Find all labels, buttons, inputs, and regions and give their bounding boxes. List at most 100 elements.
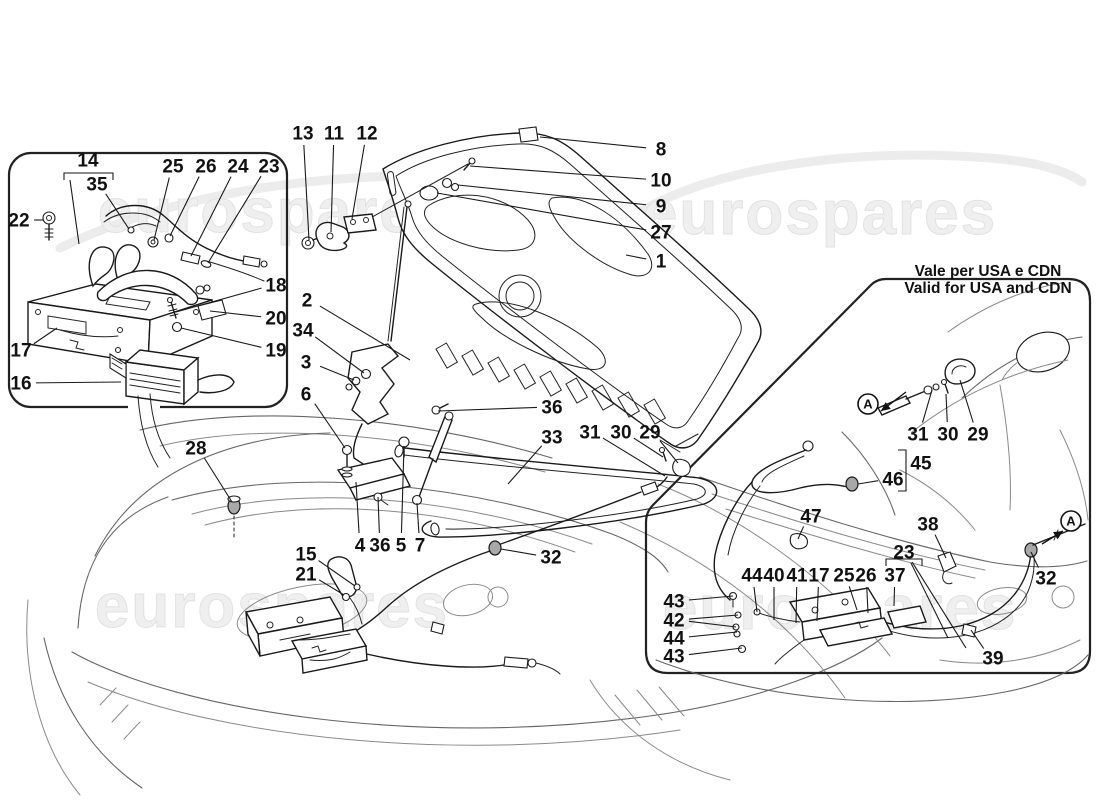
leader-43-1-0: [688, 595, 734, 601]
leader-32-main-0: [500, 548, 537, 556]
leader-6-0: [314, 403, 346, 449]
grouping-brackets: [63, 172, 923, 566]
view-arrowhead-a-rod: [881, 402, 891, 411]
callout-18: 18: [265, 276, 286, 297]
border-gap: [128, 399, 160, 411]
callout-14: 14: [77, 151, 99, 172]
hood-vent-slots: [435, 342, 667, 425]
latch-detail-inset: [7, 151, 289, 468]
callout-44-lower: 44: [663, 629, 685, 650]
leader-29-main-0: [659, 440, 679, 464]
callout-7: 7: [415, 536, 426, 557]
callout-29-main: 29: [639, 423, 660, 444]
callout-21: 21: [295, 565, 317, 586]
callout-37: 37: [884, 566, 905, 587]
callout-16: 16: [10, 374, 31, 395]
callout-33: 33: [541, 428, 562, 449]
usa-cdn-title-english: Valid for USA and CDN: [904, 280, 1071, 297]
leader-13-0: [303, 144, 310, 241]
view-arrowhead-a-cable: [1053, 531, 1063, 540]
callout-42: 42: [663, 611, 684, 632]
leader-30-usa-0: [945, 393, 948, 423]
leader-46-0: [857, 480, 879, 485]
callout-9: 9: [656, 197, 667, 218]
callout-5: 5: [396, 536, 407, 557]
usa-cdn-cables: [713, 440, 1086, 639]
callout-23-left: 23: [258, 157, 279, 178]
leader-26-usa-0: [866, 586, 869, 614]
leader-27-0: [436, 192, 647, 231]
usa-cdn-inset-border: [644, 277, 1092, 675]
usa-cdn-title-italian: Vale per USA e CDN: [915, 263, 1062, 280]
leader-5-0: [400, 445, 405, 534]
hood-support-frame: [394, 444, 718, 538]
leader-31-main-0: [602, 437, 666, 477]
callout-38: 38: [917, 515, 938, 536]
view-marker-circle-a-rod: [857, 393, 879, 415]
leader-25-left-0: [153, 177, 170, 241]
callout-6: 6: [301, 385, 312, 406]
callout-13: 13: [292, 124, 313, 145]
leader-44-lower-0: [688, 631, 738, 638]
leader-23-left-0: [207, 175, 262, 264]
leader-8-0: [539, 136, 647, 149]
callout-3: 3: [301, 353, 312, 374]
callout-1: 1: [656, 252, 667, 273]
hood-hinge-cluster: [336, 200, 454, 506]
latch-cable-parts: [42, 204, 268, 333]
leader-38-0: [934, 534, 947, 559]
view-marker-letter-a-rod: A: [863, 397, 873, 412]
callout-36-lower: 36: [369, 536, 390, 557]
leader-2-0: [319, 305, 411, 361]
leader-32-usa-0: [1030, 551, 1039, 568]
leader-3-0: [319, 365, 355, 381]
callout-35: 35: [86, 175, 108, 196]
leader-9-0: [457, 184, 647, 206]
latch-bracket-assembly: [27, 244, 213, 366]
leader-1-0: [625, 254, 647, 260]
callout-43-1: 43: [663, 592, 684, 613]
callout-10: 10: [650, 171, 671, 192]
callout-17-usa: 17: [808, 566, 829, 587]
leader-34-0: [314, 336, 365, 374]
callout-30-main: 30: [610, 423, 631, 444]
leader-47-0: [797, 526, 805, 540]
callout-2: 2: [302, 291, 313, 312]
leader-41-0: [795, 586, 798, 624]
release-solenoid: [109, 346, 235, 406]
leader-18-0: [175, 287, 262, 313]
leader-26-left-0: [169, 176, 200, 237]
callout-29-usa: 29: [967, 425, 988, 446]
callout-4: 4: [355, 536, 366, 557]
callout-43-2: 43: [663, 647, 684, 668]
leader-17-left-0: [33, 327, 58, 345]
inset-exit-cable: [137, 393, 171, 468]
wheel-hatching: [99, 679, 731, 781]
leader-10-0: [469, 165, 647, 180]
leader-4-0: [355, 481, 360, 534]
usa-cdn-inset: [644, 277, 1092, 703]
callout-30-usa: 30: [937, 425, 958, 446]
callout-17-left: 17: [10, 341, 31, 362]
hood-tip-latch: [658, 433, 699, 477]
callout-40: 40: [763, 566, 784, 587]
leader-36-lower-0: [377, 496, 380, 534]
view-marker-letter-a-cable: A: [1066, 514, 1076, 529]
leader-19-0: [180, 327, 262, 348]
callout-26-left: 26: [195, 157, 216, 178]
leader-15-0: [318, 560, 356, 587]
callout-32-usa: 32: [1035, 569, 1056, 590]
callout-20: 20: [265, 309, 286, 330]
leader-24-0: [190, 176, 232, 257]
callout-11: 11: [324, 124, 345, 145]
leader-39-0: [970, 629, 985, 649]
callout-46: 46: [882, 470, 903, 491]
view-marker-circle-a-cable: [1060, 510, 1082, 532]
callout-22: 22: [8, 211, 29, 232]
leader-30-main-0: [633, 437, 664, 458]
callout-45: 45: [910, 454, 932, 475]
leader-16-0: [35, 381, 122, 384]
usa-cdn-latch-assembly: [728, 587, 927, 665]
